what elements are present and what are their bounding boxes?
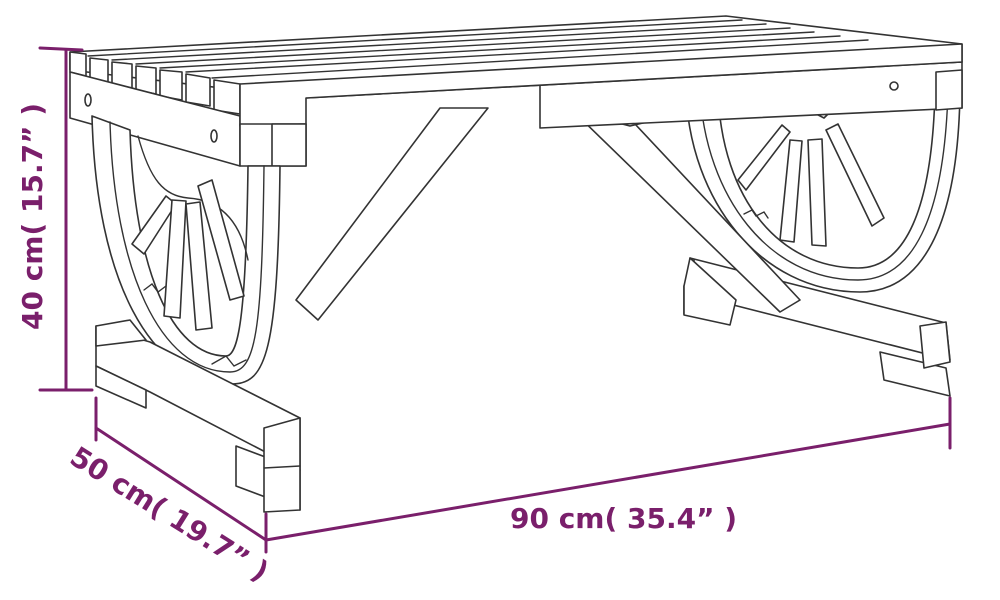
right-foot-cap [919,321,951,369]
left-foot-cap [263,417,301,513]
slat-gap-6 [211,39,869,79]
left-wheel-rim [91,115,281,385]
left-foot-pad [95,365,147,409]
slat-end-5 [159,69,183,101]
bolt-icon [210,129,218,143]
width-label: 90 cm( 35.4” ) [510,502,737,535]
dimension-lines [38,46,952,554]
brace-left [295,107,489,321]
slat-gap-4 [159,31,815,69]
slat-end-6 [185,73,211,107]
right-spoke-4 [825,123,885,227]
bolt-icon [889,81,899,91]
bolt-icon [84,93,92,107]
left-wheel-leg [91,115,301,513]
left-wheel-notch [143,283,167,293]
seat-back-rail-end [935,69,963,111]
right-spoke-1 [737,124,791,191]
left-foot-top-end [95,319,147,347]
slat-gap-2 [111,23,767,61]
left-spoke-3 [185,201,213,331]
left-foot-cap-line [263,465,301,469]
right-spoke-3 [807,138,827,247]
right-wheel-notch [743,209,769,219]
depth-dimension-line [94,426,268,542]
left-wheel-inner [137,135,249,261]
slat-gap-3 [135,27,791,65]
slat-end-7 [213,79,241,115]
left-spoke-2 [163,199,187,319]
left-wheel-rim-groove [109,121,265,373]
bench-seat [69,15,963,167]
right-foot-block [683,257,737,326]
seat-corner-post-side [271,123,307,167]
width-dimension-line [264,422,952,542]
left-spoke-4 [197,179,245,301]
right-spoke-2 [779,139,803,243]
height-label: 40 cm( 15.7” ) [16,103,49,330]
right-wheel-rim-groove [699,91,949,281]
height-dimension-top-tick [38,46,84,52]
slat-gap-5 [185,35,841,73]
left-wheel-notch-2 [211,355,247,367]
slat-gap-1 [87,19,743,57]
